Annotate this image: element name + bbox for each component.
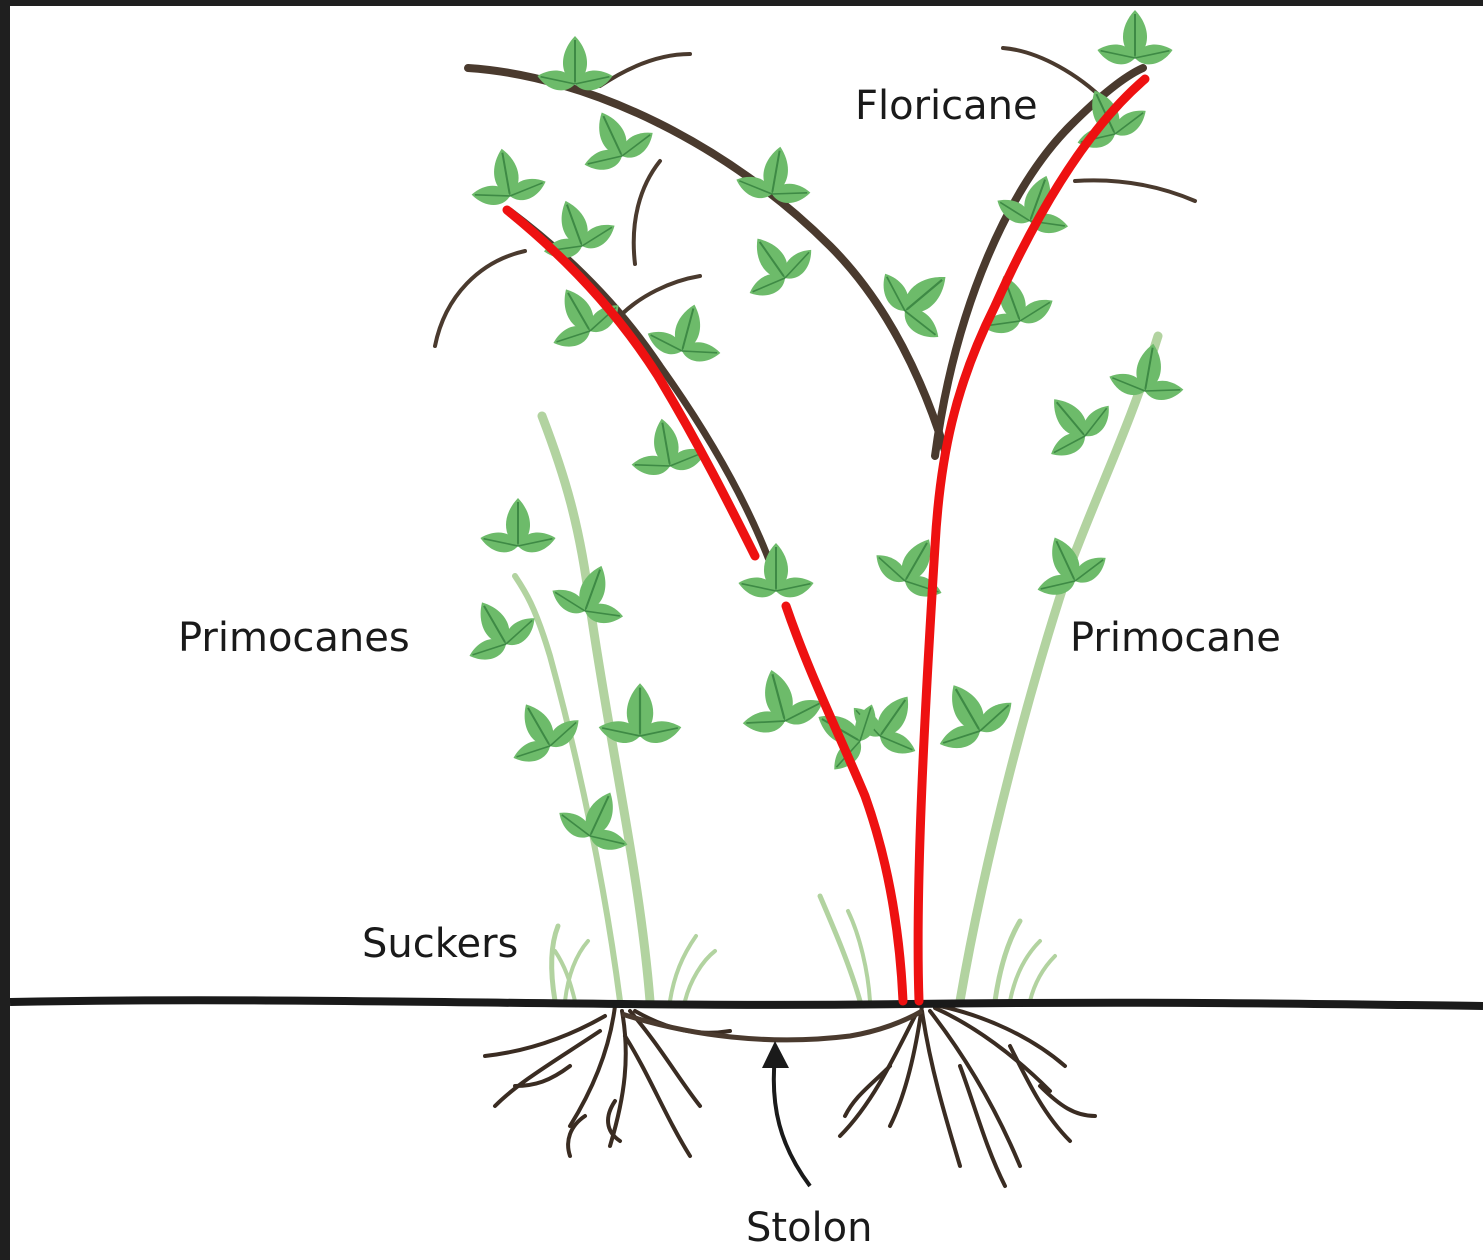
label-suckers: Suckers: [362, 924, 518, 964]
floricane-stems: [435, 48, 1195, 576]
label-primocanes: Primocanes: [178, 618, 410, 658]
primocane-stems: [515, 336, 1158, 1001]
label-stolon: Stolon: [746, 1208, 872, 1248]
diagram-canvas: Floricane Primocanes Primocane Suckers S…: [10, 6, 1483, 1260]
ground-line: [10, 1000, 1483, 1006]
label-floricane: Floricane: [855, 86, 1038, 126]
stolon-runner: [622, 1011, 922, 1040]
label-primocane: Primocane: [1070, 618, 1281, 658]
leaf-clusters: [448, 10, 1193, 861]
roots: [485, 1006, 1095, 1186]
stolon-arrow: [762, 1041, 810, 1186]
